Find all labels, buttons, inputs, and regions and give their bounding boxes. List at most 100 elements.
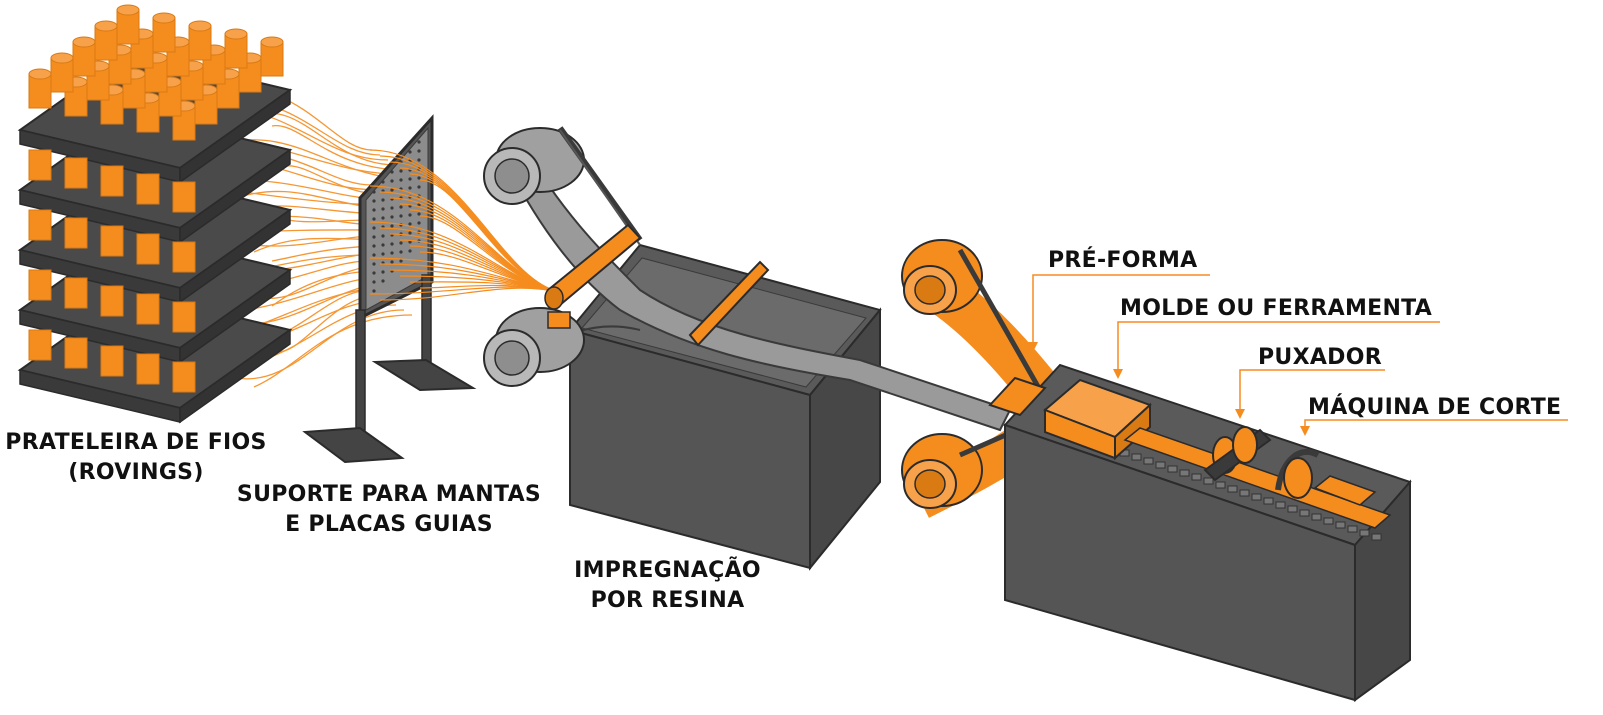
guide-hole bbox=[372, 217, 376, 221]
roving-spool bbox=[64, 157, 88, 189]
track-segment bbox=[1227, 485, 1238, 493]
roving-strand bbox=[253, 314, 413, 388]
roving-spool bbox=[172, 301, 196, 333]
track-segment bbox=[1167, 465, 1178, 473]
guide-hole bbox=[408, 249, 412, 253]
label-guide: SUPORTE PARA MANTAS E PLACAS GUIAS bbox=[228, 480, 550, 540]
guide-hole bbox=[381, 270, 385, 274]
roving-strand bbox=[235, 309, 405, 380]
guide-hole bbox=[390, 188, 394, 192]
guide-hole bbox=[417, 185, 421, 189]
track-segment bbox=[1143, 457, 1154, 465]
guide-hole bbox=[390, 260, 394, 264]
guide-hole bbox=[399, 205, 403, 209]
track-segment bbox=[1323, 517, 1334, 525]
roving-spool bbox=[100, 285, 124, 317]
roving-spool-top bbox=[260, 36, 284, 48]
roving-creel-icon bbox=[17, 4, 293, 424]
track-segment bbox=[1347, 525, 1358, 533]
guide-hole bbox=[399, 259, 403, 263]
roving-spool bbox=[28, 269, 52, 301]
roving-spool bbox=[100, 345, 124, 377]
roving-spool-top bbox=[72, 36, 96, 48]
roving-spool bbox=[172, 361, 196, 393]
guide-hole bbox=[381, 252, 385, 256]
guide-hole bbox=[408, 213, 412, 217]
roving-spool bbox=[100, 225, 124, 257]
roving-spool bbox=[100, 165, 124, 197]
guide-hole bbox=[372, 190, 376, 194]
guide-hole bbox=[417, 140, 421, 144]
guide-hole bbox=[372, 280, 376, 284]
guide-hole bbox=[372, 253, 376, 257]
track-segment bbox=[1203, 477, 1214, 485]
callout-leaders bbox=[1028, 274, 1568, 436]
guide-hole bbox=[399, 169, 403, 173]
creel-tray-side bbox=[179, 88, 291, 184]
track-segment bbox=[1371, 533, 1382, 541]
guide-hole bbox=[399, 178, 403, 182]
track-segment bbox=[1335, 521, 1346, 529]
guide-hole bbox=[390, 224, 394, 228]
track-segment bbox=[1191, 473, 1202, 481]
track-segment bbox=[1299, 509, 1310, 517]
roving-spool bbox=[28, 329, 52, 361]
roving-spool bbox=[136, 353, 160, 385]
guide-hole bbox=[372, 208, 376, 212]
label-resin: IMPREGNAÇÃO POR RESINA bbox=[565, 556, 770, 616]
guide-hole bbox=[390, 251, 394, 255]
guide-plate-icon bbox=[302, 114, 477, 464]
roving-spool bbox=[64, 217, 88, 249]
roving-spool bbox=[172, 241, 196, 273]
track-segment bbox=[1239, 489, 1250, 497]
label-creel: PRATELEIRA DE FIOS (ROVINGS) bbox=[0, 428, 272, 488]
guide-hole bbox=[417, 221, 421, 225]
label-creel-line1: PRATELEIRA DE FIOS bbox=[5, 430, 267, 455]
pultrusion-machine-icon bbox=[988, 363, 1412, 702]
guide-hole bbox=[372, 271, 376, 275]
track-segment bbox=[1155, 461, 1166, 469]
track-segment bbox=[1275, 501, 1286, 509]
roving-spool bbox=[64, 277, 88, 309]
guide-hole bbox=[408, 177, 412, 181]
label-guide-line2: E PLACAS GUIAS bbox=[285, 512, 493, 537]
guide-hole bbox=[381, 207, 385, 211]
guide-hole bbox=[390, 215, 394, 219]
guide-hole bbox=[372, 289, 376, 293]
roving-spool-top bbox=[188, 20, 212, 32]
impregnation-rollers bbox=[544, 223, 770, 347]
guide-hole bbox=[381, 234, 385, 238]
roving-spool bbox=[28, 209, 52, 241]
label-preform: PRÉ-FORMA bbox=[1048, 248, 1198, 273]
guide-hole bbox=[408, 222, 412, 226]
track-segment bbox=[1359, 529, 1370, 537]
label-puller: PUXADOR bbox=[1258, 345, 1382, 370]
roving-spool bbox=[172, 181, 196, 213]
track-segment bbox=[1263, 497, 1274, 505]
guide-hole bbox=[399, 250, 403, 254]
guide-hole bbox=[390, 170, 394, 174]
track-segment bbox=[1131, 453, 1142, 461]
guide-hole bbox=[381, 243, 385, 247]
creel-tray-side bbox=[179, 208, 291, 304]
label-cutter: MÁQUINA DE CORTE bbox=[1308, 395, 1562, 420]
label-resin-line1: IMPREGNAÇÃO bbox=[574, 558, 761, 583]
label-resin-line2: POR RESINA bbox=[590, 588, 745, 613]
roving-spool bbox=[136, 233, 160, 265]
roving-spool-top bbox=[116, 4, 140, 16]
track-segment bbox=[1311, 513, 1322, 521]
roving-spool-top bbox=[94, 20, 118, 32]
guide-hole bbox=[417, 176, 421, 180]
creel-tray-side bbox=[179, 148, 291, 244]
roving-spool-top bbox=[152, 12, 176, 24]
guide-hole bbox=[399, 241, 403, 245]
guide-hole bbox=[408, 231, 412, 235]
roving-strand bbox=[271, 125, 405, 171]
track-segment bbox=[1179, 469, 1190, 477]
guide-hole bbox=[390, 206, 394, 210]
guide-hole bbox=[381, 180, 385, 184]
guide-hole bbox=[372, 262, 376, 266]
guide-hole bbox=[381, 279, 385, 283]
roving-spool-top bbox=[28, 68, 52, 80]
guide-hole bbox=[372, 199, 376, 203]
